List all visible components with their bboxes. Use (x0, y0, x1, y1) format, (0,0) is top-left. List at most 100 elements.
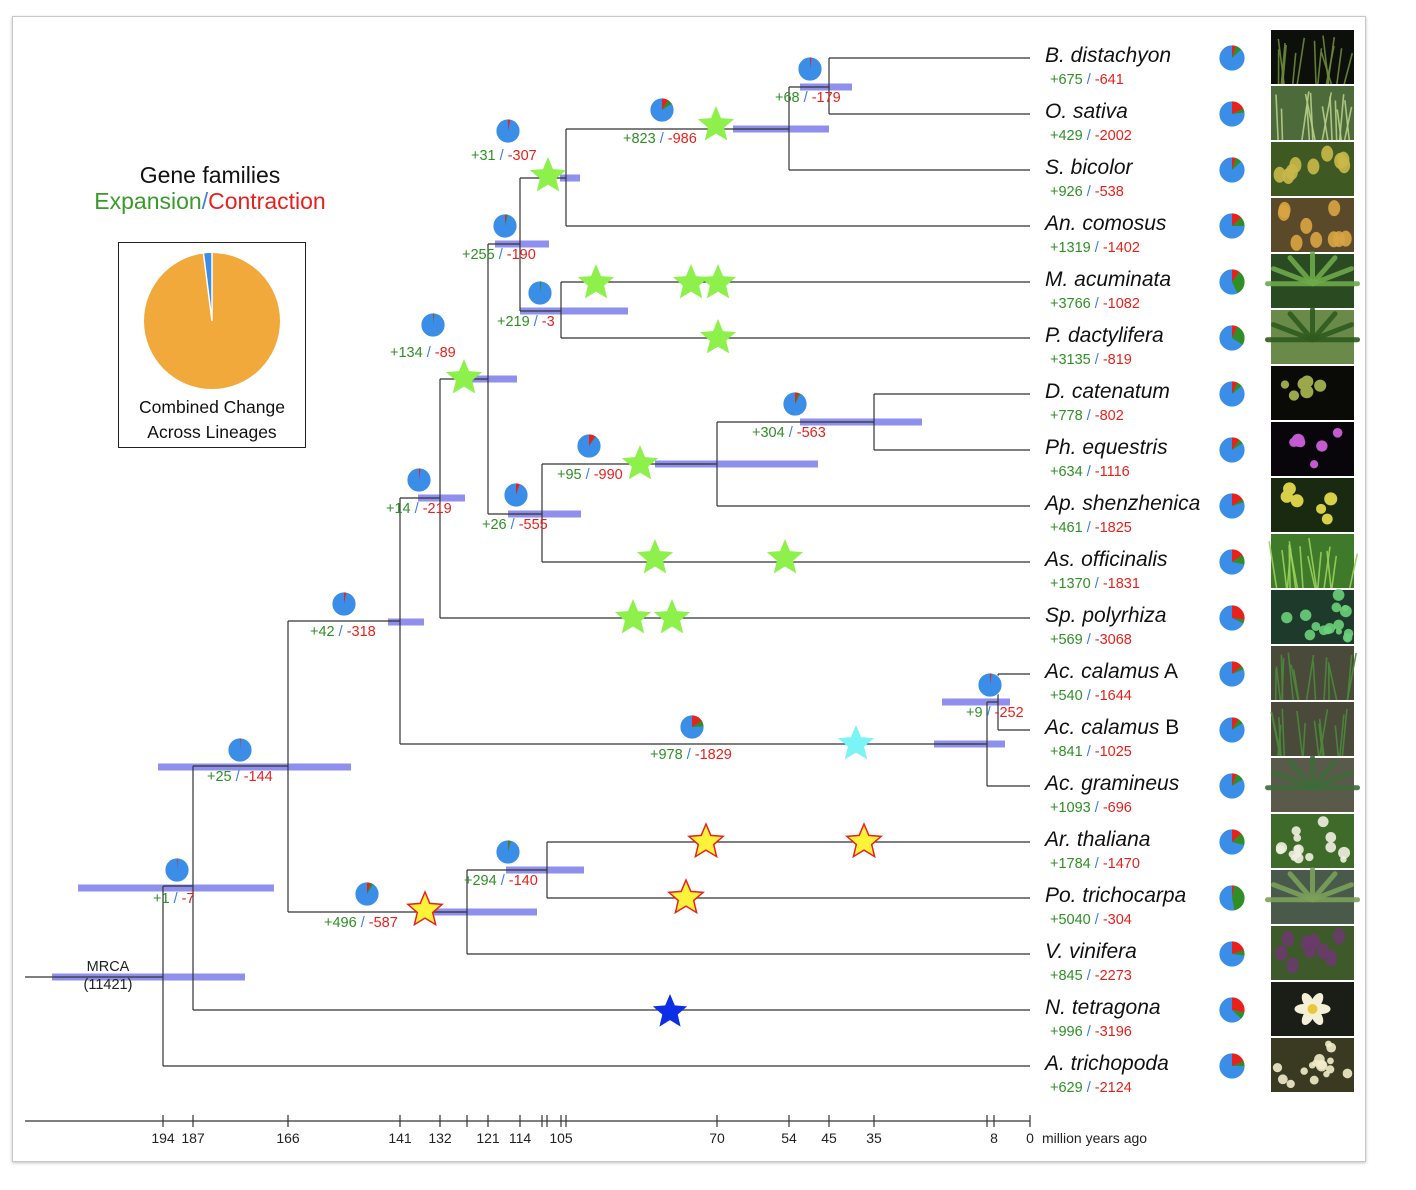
species-name: Ac. gramineus (1045, 772, 1179, 796)
species-name-text: S. bicolor (1045, 156, 1133, 179)
species-change-pie (1218, 156, 1246, 184)
node-change-counts: +255 / -190 (462, 247, 536, 263)
species-name-suffix: A (1159, 660, 1179, 683)
species-name-text: Ar. thaliana (1045, 828, 1151, 851)
species-name-text: Ap. shenzhenica (1045, 492, 1201, 515)
species-change-counts: +461 / -1825 (1050, 520, 1132, 536)
contraction-count: -641 (1094, 72, 1124, 88)
node-change-pie (492, 213, 518, 239)
tick-label: 105 (549, 1130, 573, 1146)
count-separator: / (1082, 184, 1095, 200)
legend-separator: / (201, 188, 209, 214)
expansion-count: +31 (471, 148, 496, 164)
species-photo (1271, 926, 1354, 980)
node-change-counts: +31 / -307 (471, 148, 537, 164)
expansion-count: +42 (310, 624, 335, 640)
count-separator: / (494, 247, 507, 263)
node-change-pie (782, 391, 808, 417)
count-separator: / (784, 425, 797, 441)
expansion-count: +629 (1050, 1080, 1083, 1096)
count-separator: / (799, 90, 812, 106)
species-name-text: Ph. equestris (1045, 436, 1168, 459)
wgd-star-icon (529, 157, 567, 192)
count-separator: / (169, 891, 182, 907)
node-change-counts: +978 / -1829 (650, 747, 732, 763)
count-separator: / (655, 131, 668, 147)
count-separator: / (1082, 128, 1095, 144)
species-change-pie (1218, 436, 1246, 464)
contraction-count: -563 (796, 425, 826, 441)
species-photo (1271, 1038, 1354, 1092)
contraction-count: -140 (508, 873, 538, 889)
expansion-count: +823 (623, 131, 656, 147)
expansion-count: +926 (1050, 184, 1083, 200)
expansion-count: +569 (1050, 632, 1083, 648)
count-separator: / (410, 501, 423, 517)
species-change-counts: +845 / -2273 (1050, 968, 1132, 984)
node-change-pie (164, 857, 190, 883)
species-photo (1271, 646, 1357, 701)
expansion-count: +496 (324, 915, 357, 931)
species-name: M. acuminata (1045, 268, 1171, 292)
contraction-count: -819 (1102, 352, 1132, 368)
species-photo (1268, 534, 1359, 589)
species-change-pie (1218, 716, 1246, 744)
count-separator: / (231, 769, 244, 785)
combined-pie-chart (144, 253, 280, 389)
species-name: P. dactylifera (1045, 324, 1164, 348)
species-photo (1271, 422, 1354, 476)
wgd-star-icon (699, 264, 737, 299)
contraction-count: -696 (1102, 800, 1132, 816)
species-name-text: N. tetragona (1045, 996, 1161, 1019)
node-change-counts: +26 / -555 (482, 517, 548, 533)
contraction-count: -252 (994, 705, 1024, 721)
contraction-count: -179 (811, 90, 841, 106)
legend-contraction-label: Contraction (208, 188, 326, 214)
contraction-count: -1402 (1102, 240, 1140, 256)
contraction-count: -1825 (1094, 520, 1132, 536)
contraction-count: -318 (346, 624, 376, 640)
species-change-counts: +3135 / -819 (1050, 352, 1132, 368)
wgd-star-icon (667, 878, 705, 915)
node-change-pie (527, 280, 553, 306)
species-change-pie (1218, 884, 1246, 912)
count-separator: / (334, 624, 347, 640)
contraction-count: -587 (368, 915, 398, 931)
legend-subtitle: Expansion/Contraction (60, 188, 360, 215)
species-name: V. vinifera (1045, 940, 1137, 964)
expansion-count: +540 (1050, 688, 1083, 704)
species-photo (1265, 307, 1360, 364)
species-change-counts: +675 / -641 (1050, 72, 1124, 88)
expansion-count: +294 (464, 873, 497, 889)
contraction-count: -990 (593, 467, 623, 483)
species-name-text: Ac. calamus (1045, 660, 1160, 683)
count-separator: / (422, 345, 435, 361)
expansion-count: +1319 (1050, 240, 1091, 256)
contraction-count: -219 (422, 501, 452, 517)
species-change-pie (1218, 1052, 1246, 1080)
species-change-pie (1218, 660, 1246, 688)
expansion-count: +1784 (1050, 856, 1091, 872)
species-photo (1271, 589, 1354, 644)
count-separator: / (506, 517, 519, 533)
wgd-star-icon (699, 319, 737, 354)
expansion-count: +25 (207, 769, 232, 785)
wgd-star-icon (766, 539, 804, 574)
tick-label: 54 (781, 1130, 797, 1146)
species-photo (1265, 755, 1360, 812)
expansion-count: +461 (1050, 520, 1083, 536)
mrca-count: (11421) (83, 977, 133, 993)
species-change-counts: +778 / -802 (1050, 408, 1124, 424)
count-separator: / (1090, 576, 1103, 592)
wgd-star-icon (614, 599, 652, 634)
tick-label: 194 (151, 1130, 175, 1146)
node-change-pie (576, 433, 602, 459)
species-change-pie (1218, 492, 1246, 520)
species-change-counts: +841 / -1025 (1050, 744, 1132, 760)
count-separator: / (1082, 408, 1095, 424)
species-name-text: V. vinifera (1045, 940, 1137, 963)
wgd-star-icon (652, 994, 688, 1027)
species-name-text: O. sativa (1045, 100, 1128, 123)
contraction-count: -2273 (1094, 968, 1132, 984)
contraction-count: -1831 (1102, 576, 1140, 592)
